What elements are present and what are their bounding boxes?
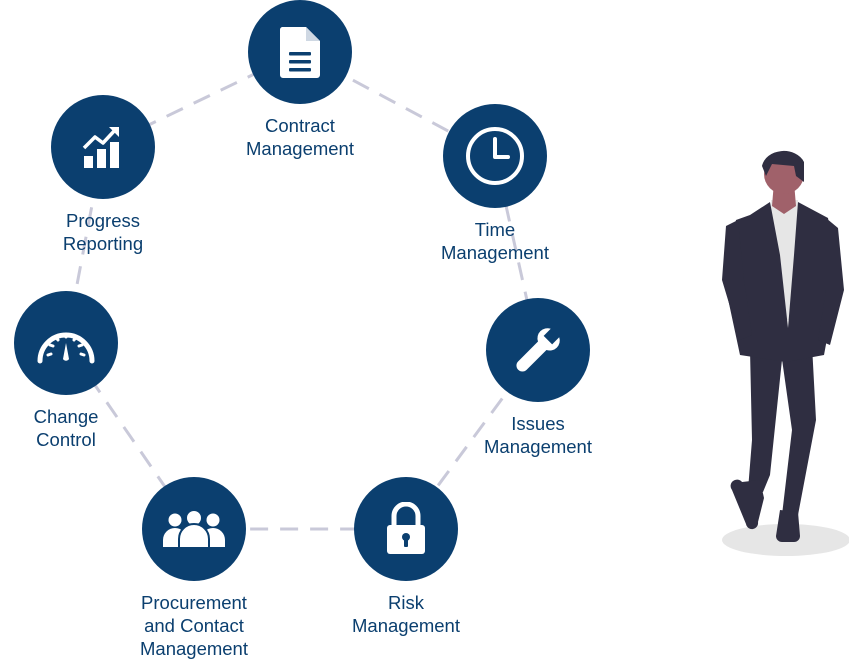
gauge-icon — [37, 332, 95, 364]
left-sleeve — [722, 220, 752, 340]
right-sleeve — [818, 218, 844, 345]
padlock-icon — [387, 502, 425, 554]
node-circle — [486, 298, 590, 402]
node-circle — [142, 477, 246, 581]
growth-chart-icon — [82, 127, 119, 168]
left-shoe — [730, 479, 764, 530]
node-circle — [354, 477, 458, 581]
hair — [762, 150, 804, 182]
right-shoe — [776, 510, 800, 542]
node-circle — [14, 291, 118, 395]
left-leg — [748, 350, 783, 492]
node-circle — [248, 0, 352, 104]
people-group-icon — [163, 509, 225, 549]
wrench-icon — [516, 328, 560, 372]
jacket — [724, 202, 838, 362]
node-circle — [51, 95, 155, 199]
right-leg — [780, 345, 816, 515]
document-icon — [279, 27, 320, 78]
clock-icon — [466, 127, 524, 185]
standing-businessman-illustration — [722, 150, 849, 556]
node-circle — [443, 104, 547, 208]
